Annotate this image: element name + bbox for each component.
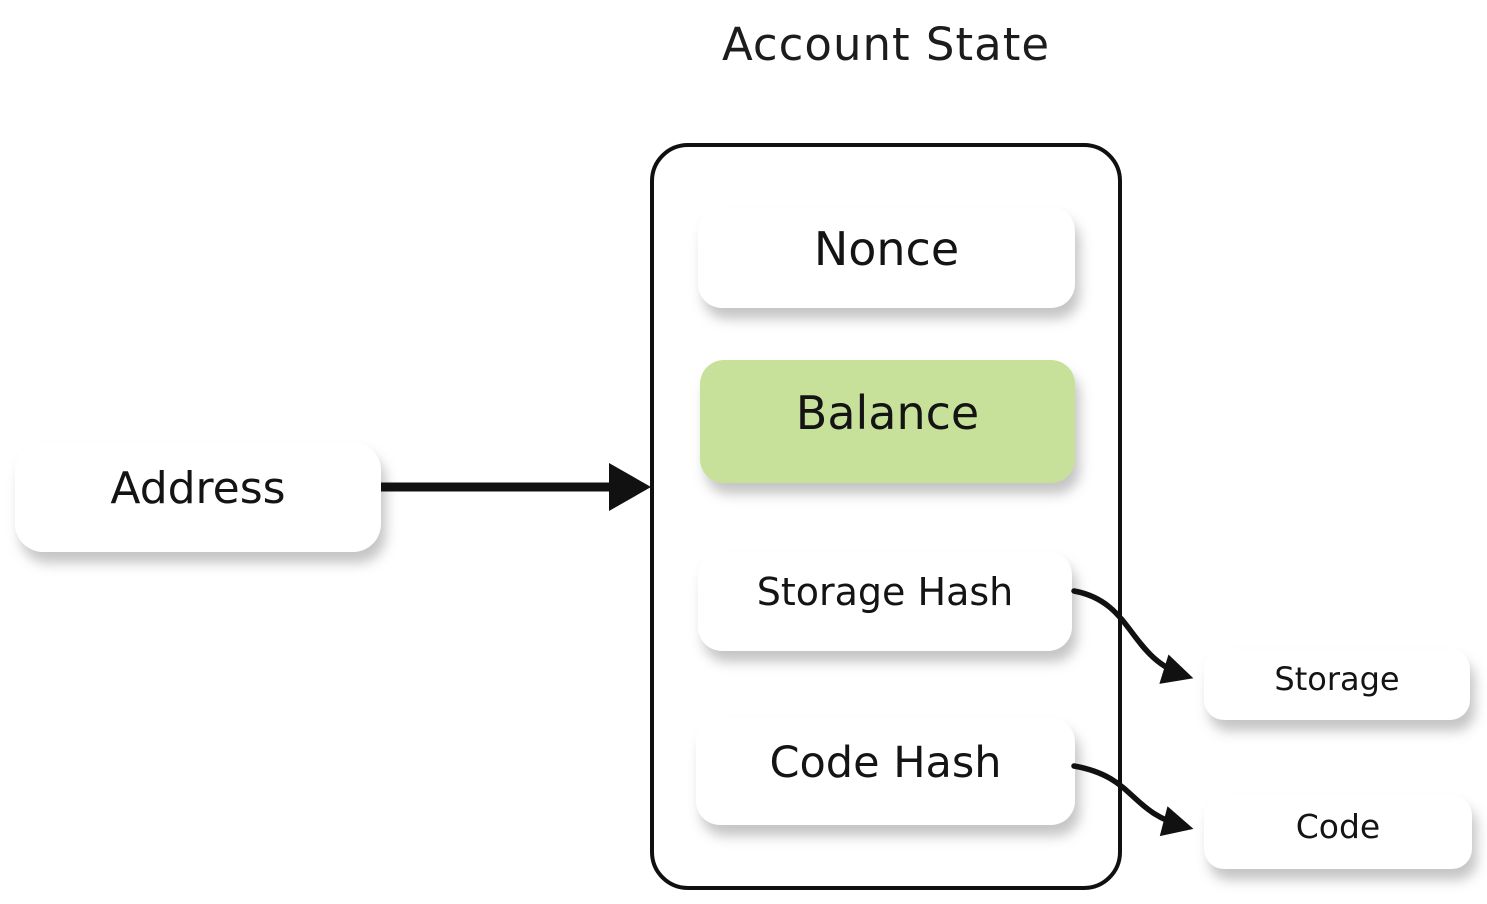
node-nonce: Nonce — [698, 207, 1075, 308]
arrow-address-to-account-state — [381, 463, 651, 511]
node-code-hash: Code Hash — [696, 718, 1075, 825]
node-storage-hash-label: Storage Hash — [756, 570, 1014, 614]
node-balance-label: Balance — [795, 385, 980, 440]
node-storage-hash: Storage Hash — [698, 551, 1072, 651]
node-address-label: Address — [110, 462, 286, 514]
node-balance: Balance — [700, 360, 1075, 483]
diagram-title: Account State — [721, 18, 1051, 71]
node-code: Code — [1204, 795, 1472, 869]
node-storage: Storage — [1204, 649, 1470, 720]
node-nonce-label: Nonce — [813, 221, 960, 276]
node-code-hash-label: Code Hash — [769, 737, 1002, 788]
node-address: Address — [15, 442, 381, 552]
node-storage-label: Storage — [1274, 659, 1400, 698]
node-code-label: Code — [1295, 806, 1381, 846]
